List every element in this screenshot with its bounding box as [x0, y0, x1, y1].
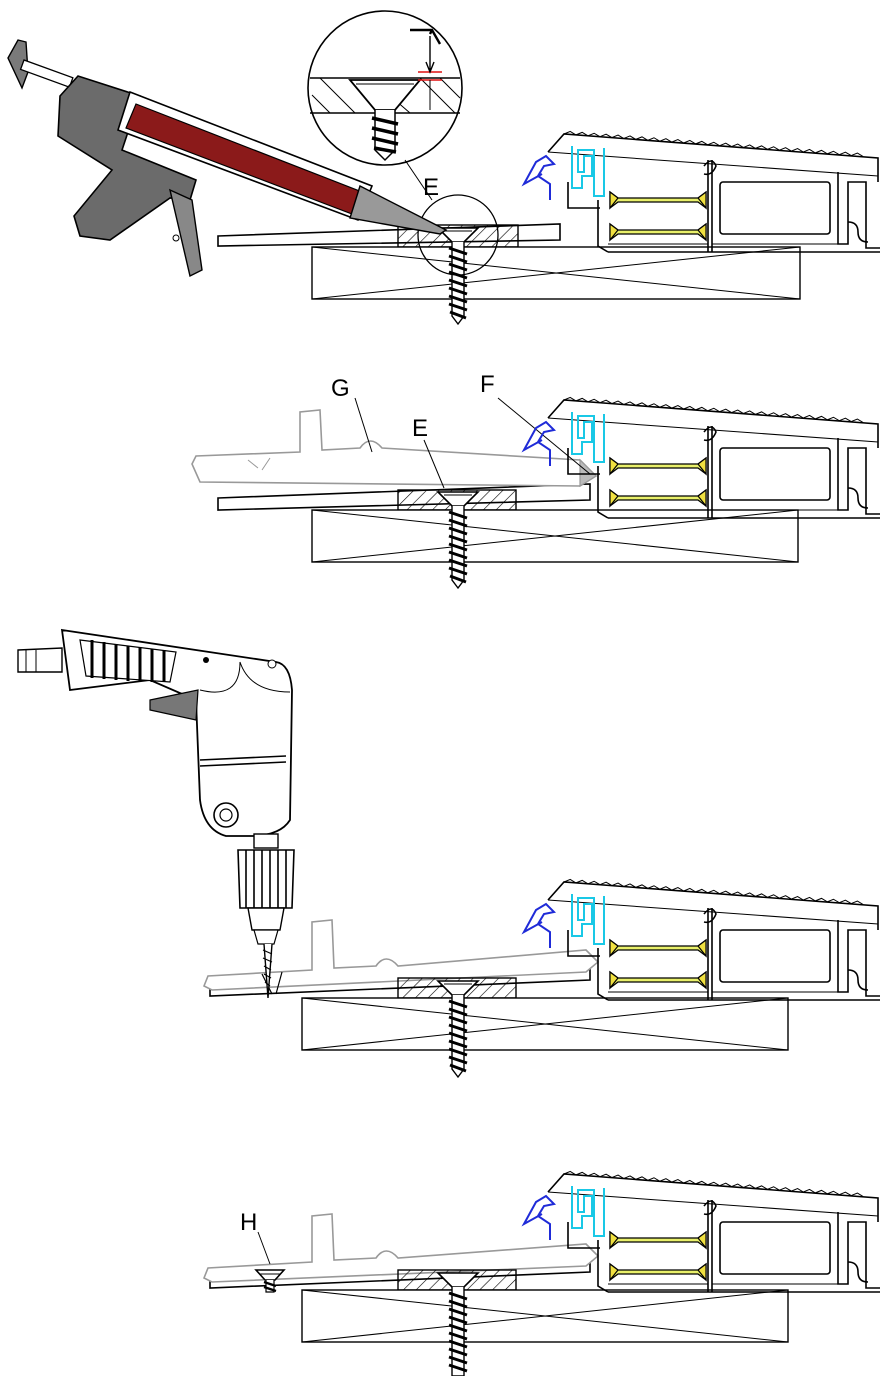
door-frame-profile: [523, 1170, 881, 1293]
label-e-step2: E: [412, 415, 428, 442]
label-f-step2: F: [480, 371, 495, 398]
step1-sealant-application: E: [7, 10, 881, 326]
label-e-step1: E: [423, 174, 439, 201]
power-drill-icon: [17, 628, 295, 999]
step3-drilling: [17, 628, 881, 1079]
caulking-gun-icon: [7, 39, 448, 278]
step4-fastening: H: [202, 1170, 881, 1376]
door-frame-profile: [523, 130, 881, 253]
fastener-screw-h-icon: [254, 1269, 286, 1293]
label-h-step4: H: [240, 1209, 257, 1236]
detail-magnifier: [307, 10, 463, 201]
door-frame-profile: [523, 878, 881, 1001]
step2-threshold-placement: G E F: [191, 371, 881, 590]
label-g-step2: G: [331, 375, 350, 402]
